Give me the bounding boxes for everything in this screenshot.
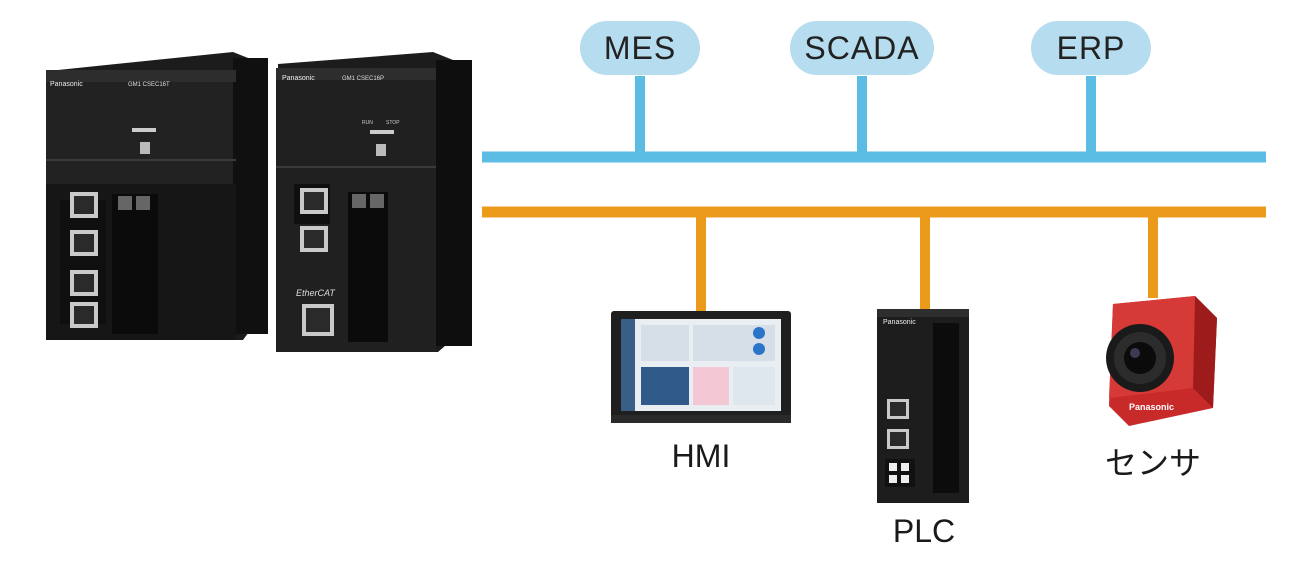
hmi-device xyxy=(611,311,791,423)
plc-device: Panasonic xyxy=(877,309,969,503)
sensor-brand-label: Panasonic xyxy=(1129,402,1174,412)
lens-glass xyxy=(1124,342,1156,374)
mes-node: MES xyxy=(580,21,700,75)
hmi-caption: HMI xyxy=(651,438,751,475)
mes-label: MES xyxy=(603,29,677,66)
hmi-gauge-1 xyxy=(753,343,765,355)
hmi-label: HMI xyxy=(671,438,731,474)
scada-node: SCADA xyxy=(790,21,934,75)
brand-label-unit2: Panasonic xyxy=(282,75,315,82)
sensor-caption: センサ xyxy=(1093,438,1213,484)
hmi-gauge-2 xyxy=(753,327,765,339)
plc-label: PLC xyxy=(892,513,956,549)
sensor-device: Panasonic xyxy=(1106,296,1217,426)
sensor-label: センサ xyxy=(1104,445,1201,481)
plc-caption: PLC xyxy=(874,513,974,550)
plc-brand-label: Panasonic xyxy=(883,319,916,326)
erp-node: ERP xyxy=(1031,21,1151,75)
ethercat-logo: EtherCAT xyxy=(296,288,336,298)
model-label-unit2: GM1 CSEC16P xyxy=(342,76,384,82)
controller-unit-1: Panasonic GM1 CSEC16T xyxy=(46,52,268,340)
scada-label: SCADA xyxy=(804,29,920,66)
stop-switch-label: STOP xyxy=(386,120,400,126)
brand-label-unit1: Panasonic xyxy=(50,81,83,88)
run-switch-label: RUN xyxy=(362,120,373,126)
erp-label: ERP xyxy=(1056,29,1126,66)
model-label-unit1: GM1 CSEC16T xyxy=(128,82,170,88)
controller-unit-2: Panasonic GM1 CSEC16P EtherCAT RUN STOP xyxy=(276,52,472,352)
